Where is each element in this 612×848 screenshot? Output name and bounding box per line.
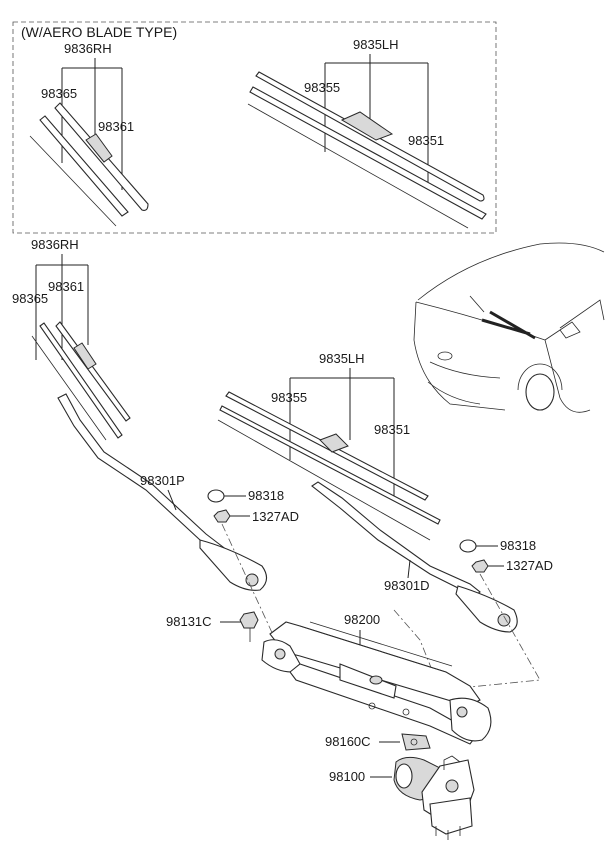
std-lh-blade bbox=[217, 391, 441, 541]
aero-lh-part-98351: 98351 bbox=[408, 133, 444, 148]
std-lh-assembly-label: 9835LH bbox=[319, 351, 365, 366]
std-rh-blade bbox=[31, 321, 131, 441]
standard-lh-blade-section: 9835LH 98355 98351 bbox=[217, 351, 441, 541]
car-illustration bbox=[413, 242, 605, 413]
nut-lh-label: 1327AD bbox=[506, 558, 553, 573]
bracket-label: 98160C bbox=[325, 734, 371, 749]
aero-lh-part-98355: 98355 bbox=[304, 80, 340, 95]
std-rh-assembly-label: 9836RH bbox=[31, 237, 79, 252]
wiper-arm-lh: 98301D bbox=[311, 481, 518, 633]
bolt-label: 98131C bbox=[166, 614, 212, 629]
std-lh-part-98355: 98355 bbox=[271, 390, 307, 405]
standard-rh-blade-section: 9836RH 98365 98361 bbox=[12, 237, 131, 441]
aero-rh-part-98365: 98365 bbox=[41, 86, 77, 101]
aero-blade-title: (W/AERO BLADE TYPE) bbox=[21, 24, 177, 40]
cap-nut-lh: 98318 1327AD bbox=[393, 538, 553, 691]
std-rh-part-98361: 98361 bbox=[48, 279, 84, 294]
motor-label: 98100 bbox=[329, 769, 365, 784]
std-rh-part-98365: 98365 bbox=[12, 291, 48, 306]
bracket-98160c: 98160C bbox=[325, 733, 431, 751]
cap-lh-label: 98318 bbox=[500, 538, 536, 553]
std-lh-part-98351: 98351 bbox=[374, 422, 410, 437]
std-rh-leader-lines bbox=[35, 254, 89, 360]
aero-rh-blade bbox=[29, 102, 149, 227]
arm-lh-label: 98301D bbox=[384, 578, 430, 593]
bolt-98131c: 98131C bbox=[166, 611, 259, 642]
std-lh-leader-lines bbox=[289, 368, 395, 500]
arm-rh-label: 98301P bbox=[140, 473, 185, 488]
aero-blade-section: (W/AERO BLADE TYPE) 9836RH 98365 98361 9… bbox=[12, 21, 497, 234]
aero-rh-part-98361: 98361 bbox=[98, 119, 134, 134]
aero-blade-box-border bbox=[12, 21, 497, 234]
aero-lh-blade bbox=[247, 71, 487, 229]
aero-rh-assembly-label: 9836RH bbox=[64, 41, 112, 56]
wiper-arm-rh: 98301P bbox=[57, 393, 268, 591]
cap-nut-rh: 98318 1327AD bbox=[207, 488, 299, 651]
aero-lh-assembly-label: 9835LH bbox=[353, 37, 399, 52]
linkage-label: 98200 bbox=[344, 612, 380, 627]
aero-lh-leader-lines bbox=[324, 54, 429, 185]
wiper-linkage: 98200 bbox=[261, 612, 492, 745]
cap-rh-label: 98318 bbox=[248, 488, 284, 503]
wiper-motor: 98100 bbox=[329, 755, 475, 840]
nut-rh-label: 1327AD bbox=[252, 509, 299, 524]
